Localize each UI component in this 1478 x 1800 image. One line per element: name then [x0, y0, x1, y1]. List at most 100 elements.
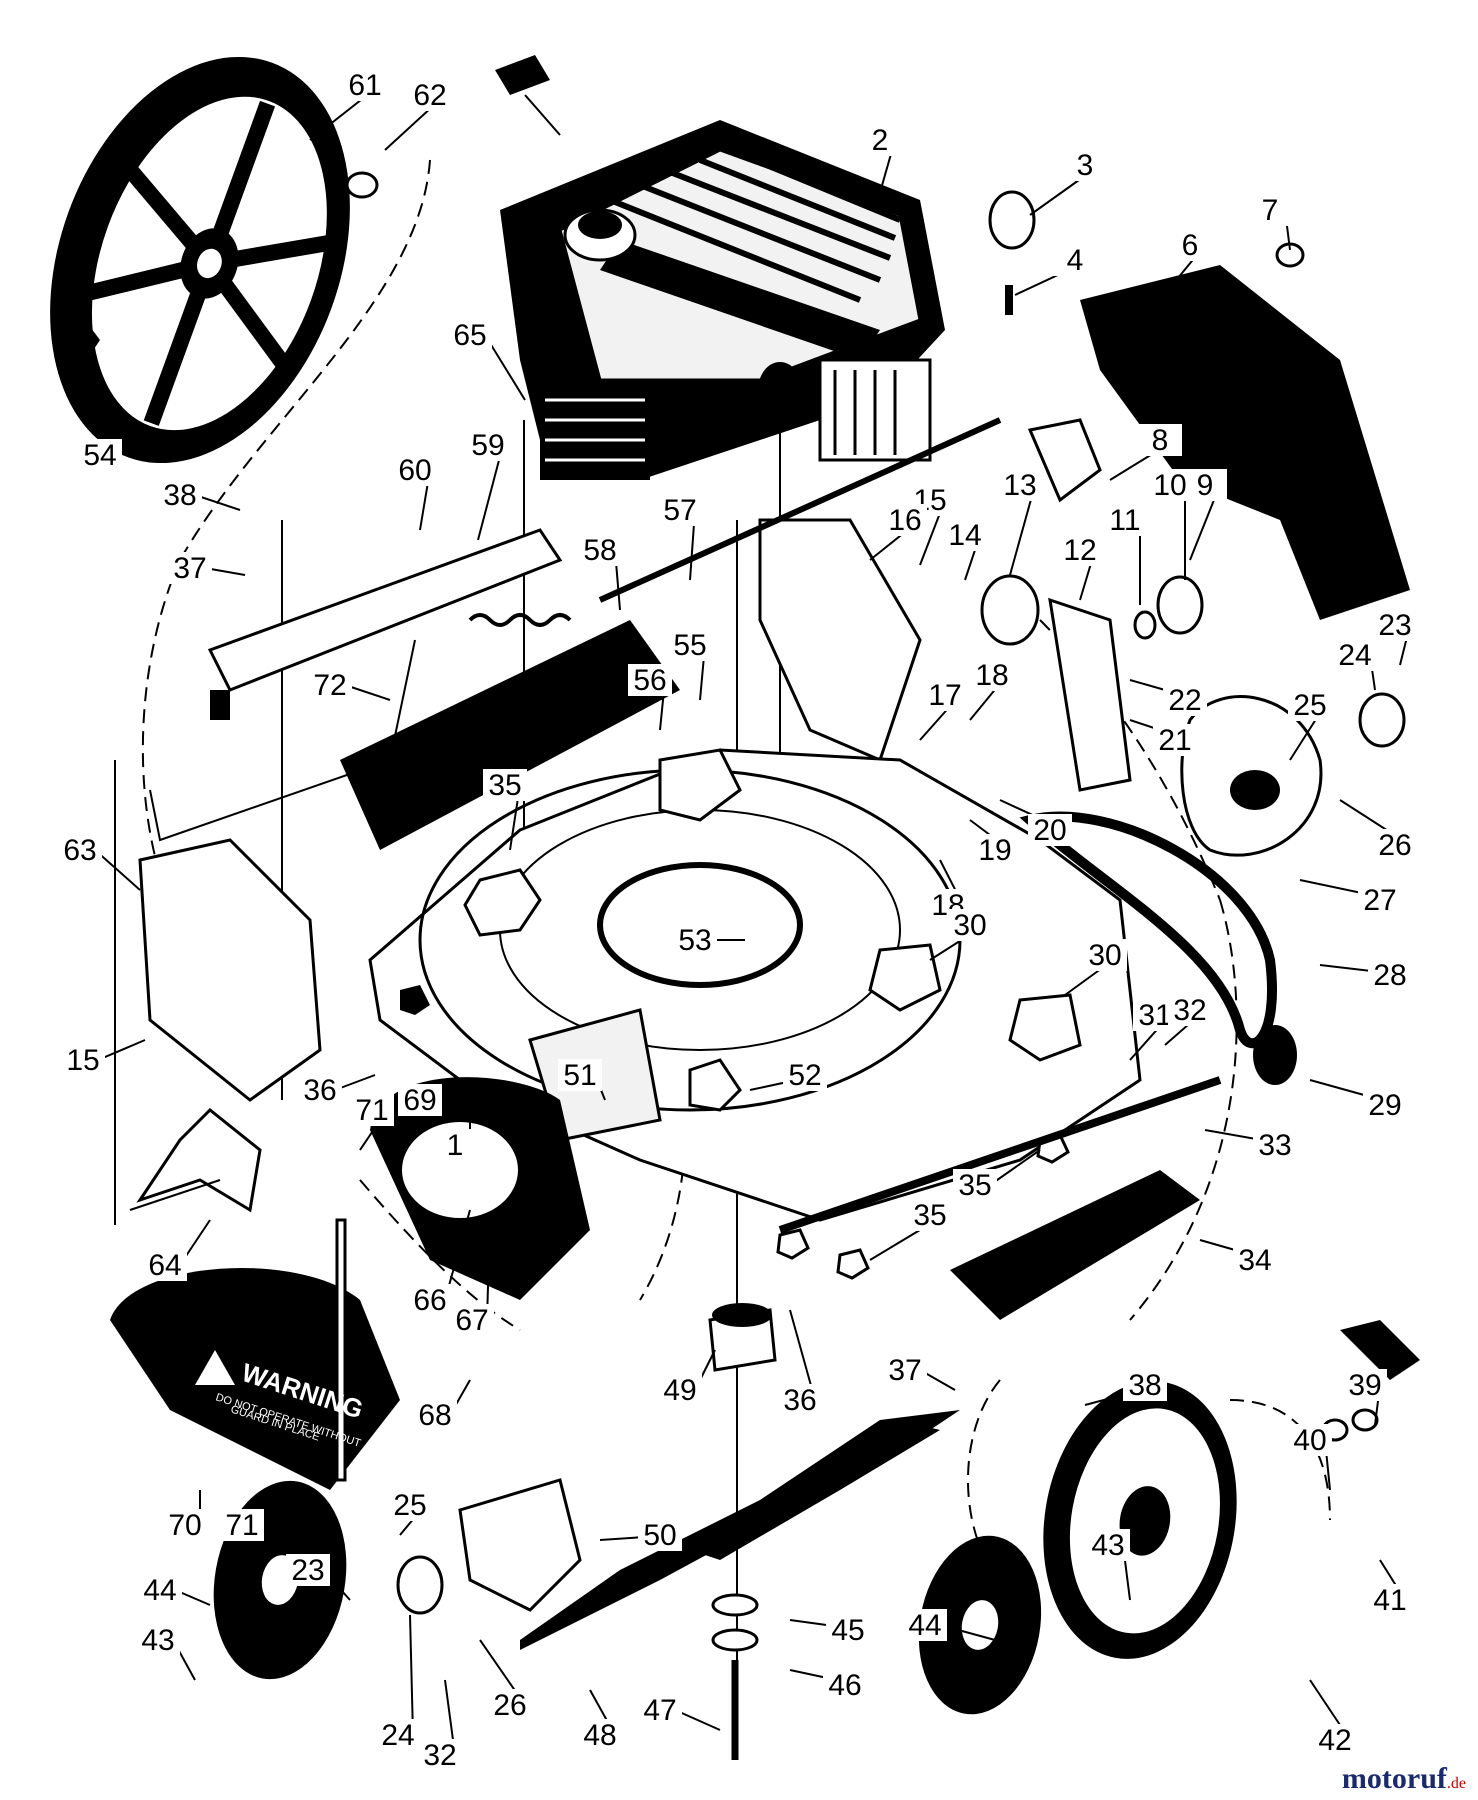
key-4 — [1005, 285, 1013, 315]
callout-bg-56 — [628, 664, 672, 696]
callout-64: 64 — [148, 1249, 181, 1282]
callout-19: 19 — [978, 834, 1011, 867]
callout-bg-27 — [1358, 884, 1402, 916]
callout-bg-37b — [883, 1354, 927, 1386]
leader-line-24b — [409, 1614, 414, 1736]
primer-bulb-knob — [495, 55, 550, 95]
callout-bg-4 — [1053, 244, 1097, 276]
callout-bg-35b — [953, 1169, 997, 1201]
callout-29: 29 — [1368, 1089, 1401, 1122]
callout-43a: 43 — [141, 1624, 174, 1657]
callout-47: 47 — [643, 1694, 676, 1727]
callout-bg-19 — [973, 834, 1017, 866]
hinge-bracket-60 — [207, 528, 563, 692]
callout-bg-35c — [908, 1199, 952, 1231]
callout-bg-12 — [1058, 534, 1102, 566]
callout-bg-18a — [970, 659, 1014, 691]
callout-bg-44b — [903, 1609, 947, 1641]
callout-bg-14 — [943, 519, 987, 551]
callout-bg-63 — [58, 834, 102, 866]
hubcap-39 — [1340, 1320, 1420, 1380]
spring-59 — [468, 613, 572, 627]
washer-46 — [711, 1628, 759, 1652]
rod-69 — [335, 1218, 347, 1482]
callout-bg-22 — [1163, 684, 1207, 716]
pinion-24b — [396, 1555, 444, 1615]
callout-bg-57 — [658, 494, 702, 526]
callout-24b: 24 — [381, 1719, 414, 1752]
callout-59: 59 — [471, 429, 504, 462]
callout-71a: 71 — [355, 1094, 388, 1127]
callout-22: 22 — [1168, 684, 1201, 717]
bracket-8 — [1027, 418, 1102, 503]
leader-line-67 — [486, 1219, 491, 1321]
callout-62: 62 — [413, 79, 446, 112]
front-wheel-right — [1043, 1381, 1237, 1659]
bracket-12 — [1048, 597, 1132, 792]
callout-13: 13 — [1003, 469, 1036, 502]
callout-bg-7 — [1248, 194, 1292, 226]
callout-20: 20 — [1033, 814, 1066, 847]
callout-36a: 36 — [303, 1074, 336, 1107]
callout-33: 33 — [1258, 1129, 1291, 1162]
callout-34: 34 — [1238, 1244, 1271, 1277]
callout-39: 39 — [1348, 1369, 1381, 1402]
callout-bg-54 — [78, 439, 122, 471]
callout-bg-51 — [558, 1059, 602, 1091]
callout-31: 31 — [1138, 999, 1171, 1032]
callout-16: 16 — [888, 504, 921, 537]
leader-line-15b — [97, 1039, 146, 1061]
callout-bg-71a — [350, 1094, 394, 1126]
callout-bg-45 — [826, 1614, 870, 1646]
callout-bg-67 — [450, 1304, 494, 1336]
callout-bg-62 — [408, 79, 452, 111]
callout-32b: 32 — [423, 1739, 456, 1772]
hubcap-54 — [55, 320, 100, 355]
callout-bg-38a — [158, 479, 202, 511]
callout-67: 67 — [455, 1304, 488, 1337]
watermark-brand: motoruf — [1341, 1762, 1447, 1795]
callout-44a: 44 — [143, 1574, 176, 1607]
callout-32a: 32 — [1173, 994, 1206, 1027]
callout-bg-26a — [1373, 829, 1417, 861]
callout-71b: 71 — [225, 1509, 258, 1542]
nut-41 — [1351, 1408, 1379, 1432]
hinge-rod-72 — [149, 639, 416, 842]
callout-72: 72 — [313, 669, 346, 702]
leader-line-63 — [94, 849, 141, 891]
callout-18a: 18 — [975, 659, 1008, 692]
callout-bg-34 — [1233, 1244, 1277, 1276]
callout-bg-32a — [1168, 994, 1212, 1026]
callout-bg-23b — [286, 1554, 330, 1586]
callout-51: 51 — [563, 1059, 596, 1092]
watermark: motoruf.de — [1342, 1762, 1466, 1796]
callout-3: 3 — [1077, 149, 1094, 182]
callout-bg-50 — [638, 1519, 682, 1551]
callout-bg-69 — [398, 1084, 442, 1116]
pulley-29 — [1253, 1025, 1297, 1085]
callout-bg-24a — [1333, 639, 1377, 671]
callout-48: 48 — [583, 1719, 616, 1752]
callout-53: 53 — [678, 924, 711, 957]
callout-17: 17 — [928, 679, 961, 712]
callout-23a: 23 — [1378, 609, 1411, 642]
callout-bg-20 — [1028, 814, 1072, 846]
callout-66: 66 — [413, 1284, 446, 1317]
callout-2: 2 — [872, 124, 889, 157]
callout-50: 50 — [643, 1519, 676, 1552]
callout-bg-68 — [413, 1399, 457, 1431]
callout-bg-61 — [343, 69, 387, 101]
callout-bg-21 — [1153, 724, 1197, 756]
callout-30a: 30 — [953, 909, 986, 942]
callout-bg-24b — [376, 1719, 420, 1751]
leader-line-71b — [256, 1524, 326, 1536]
callout-15b: 15 — [66, 1044, 99, 1077]
callout-bg-2 — [858, 124, 902, 156]
pulley-3 — [988, 190, 1036, 250]
callout-30b: 30 — [1088, 939, 1121, 972]
callout-38b: 38 — [1128, 1369, 1161, 1402]
callout-bg-1 — [433, 1129, 477, 1161]
callout-14: 14 — [948, 519, 981, 552]
callout-65: 65 — [453, 319, 486, 352]
callout-7: 7 — [1262, 194, 1279, 227]
